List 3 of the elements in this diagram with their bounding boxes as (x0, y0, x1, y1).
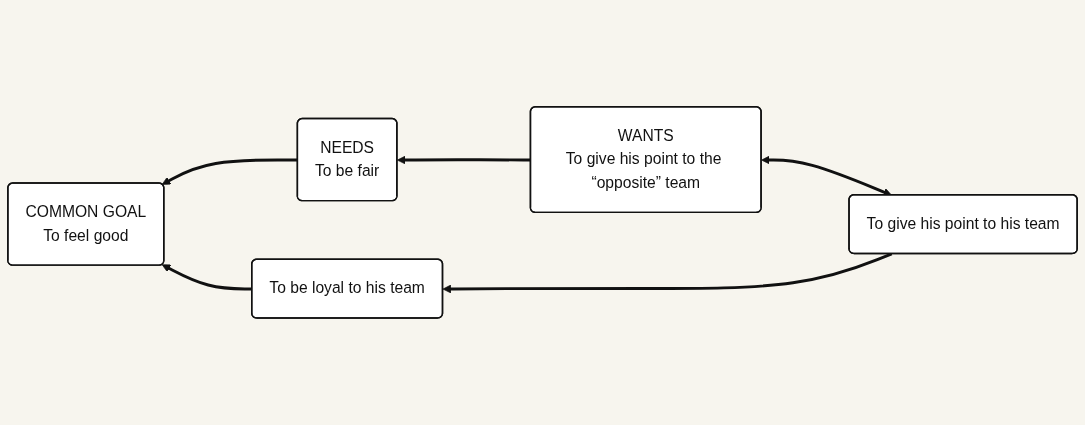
arrow (442, 252, 893, 294)
arrow (161, 158, 298, 185)
arrow (396, 155, 531, 165)
